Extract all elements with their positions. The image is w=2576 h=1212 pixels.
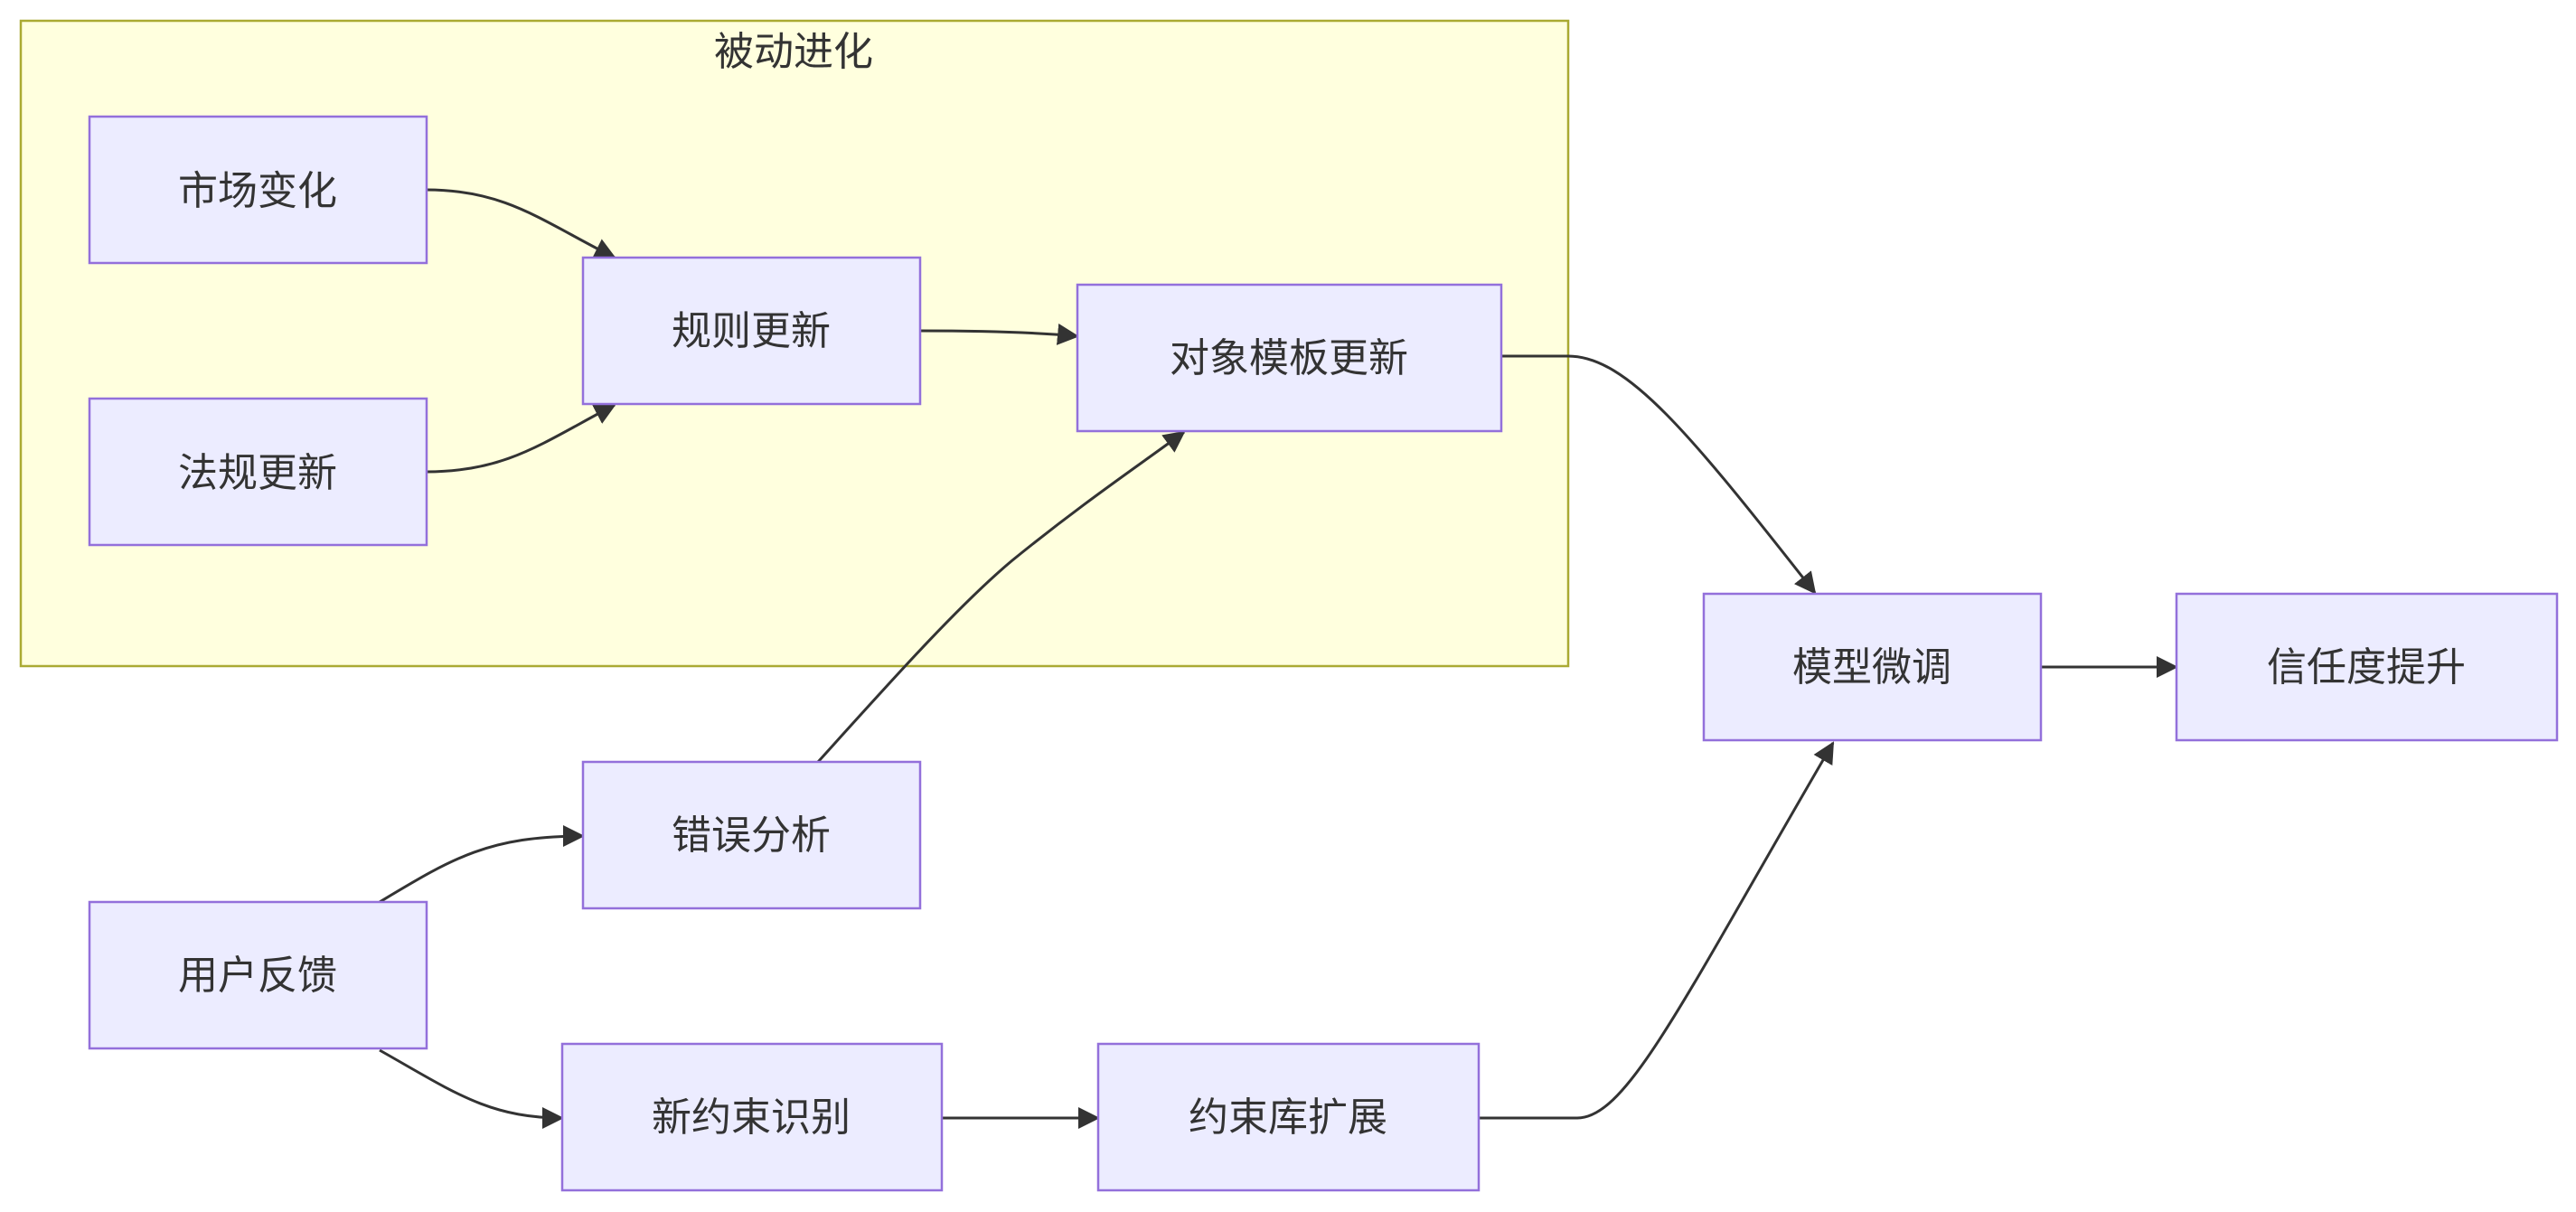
- node-trust-boost[interactable]: 信任度提升: [2175, 592, 2559, 742]
- node-rule-update[interactable]: 规则更新: [581, 256, 922, 406]
- node-constraint-lib-expand[interactable]: 约束库扩展: [1096, 1042, 1481, 1192]
- edge-feedback-to-constraint: [379, 1048, 564, 1129]
- node-label: 市场变化: [178, 168, 337, 214]
- edge-feedback-to-error: [379, 825, 585, 904]
- node-label: 模型微调: [1792, 644, 1951, 691]
- node-label: 错误分析: [672, 813, 831, 859]
- edge-rule-to-template: [919, 323, 1079, 345]
- node-regulation-update[interactable]: 法规更新: [88, 397, 428, 547]
- node-label: 规则更新: [672, 308, 831, 354]
- subgraph-title: 被动进化: [714, 29, 873, 75]
- node-object-template-update[interactable]: 对象模板更新: [1076, 283, 1503, 433]
- node-new-constraint-identify[interactable]: 新约束识别: [560, 1042, 944, 1192]
- node-label: 约束库扩展: [1189, 1095, 1387, 1141]
- node-label: 新约束识别: [652, 1095, 851, 1141]
- edge-regulation-to-rule: [426, 403, 616, 474]
- edge-market-to-rule: [426, 188, 616, 259]
- node-market-change[interactable]: 市场变化: [88, 115, 428, 265]
- node-label: 用户反馈: [178, 953, 337, 999]
- edge-lib-to-finetune: [1479, 741, 1835, 1120]
- node-label: 对象模板更新: [1170, 335, 1408, 381]
- node-error-analysis[interactable]: 错误分析: [581, 760, 922, 910]
- edge-error-to-template: [816, 430, 1186, 764]
- node-user-feedback[interactable]: 用户反馈: [88, 900, 428, 1050]
- edge-template-to-finetune: [1501, 354, 1817, 595]
- node-model-finetune[interactable]: 模型微调: [1702, 592, 2043, 742]
- node-label: 法规更新: [178, 450, 337, 496]
- edges: [379, 188, 2178, 1129]
- node-label: 信任度提升: [2267, 644, 2466, 691]
